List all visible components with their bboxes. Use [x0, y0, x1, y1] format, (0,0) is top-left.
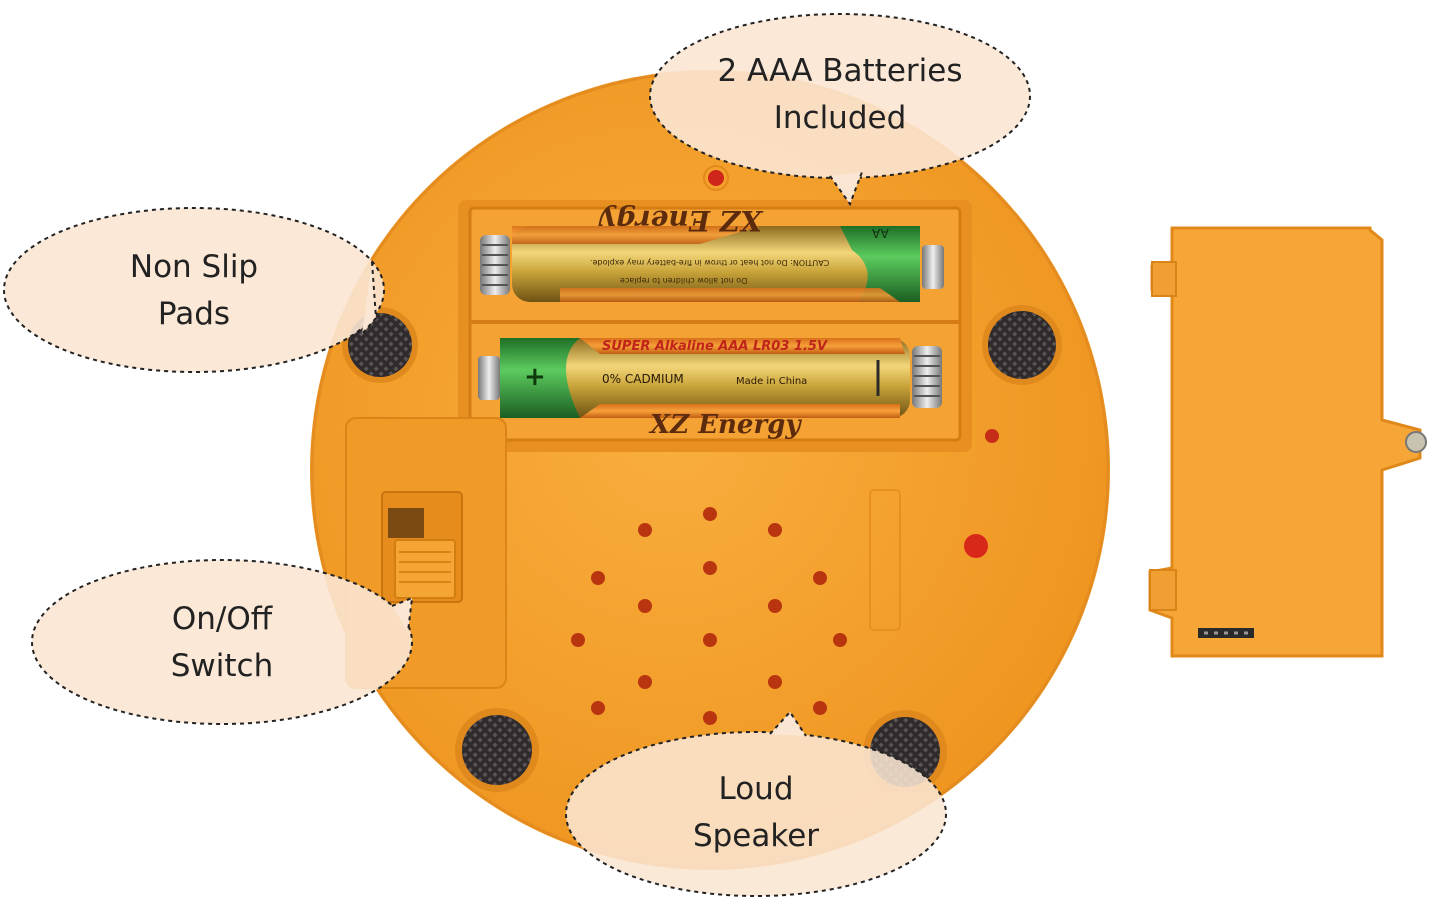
battery-top — [512, 226, 920, 302]
spring-top-left — [480, 235, 510, 295]
speaker-grille — [571, 507, 847, 725]
embossed-markings — [869, 489, 901, 631]
battery-top-type: AA — [872, 226, 889, 240]
callout-speaker — [565, 710, 947, 897]
cover-screw — [1405, 431, 1427, 453]
battery-bottom-line: SUPER Alkaline AAA LR03 1.5V — [602, 339, 828, 354]
battery-bottom-origin: Made in China — [736, 376, 808, 387]
battery-cover — [1148, 226, 1427, 658]
battery-bottom-cadmium: 0% CADMIUM — [602, 372, 684, 386]
battery-top-brand: XZ Energy — [600, 204, 763, 237]
callout-batteries — [649, 13, 1031, 207]
battery-bottom-plus: + — [524, 362, 546, 392]
battery-bottom-brand: XZ Energy — [650, 410, 801, 440]
battery-bottom — [500, 338, 910, 418]
status-light — [964, 534, 988, 558]
battery-top-caution: CAUTION: Do not heat or throw in fire-ba… — [590, 258, 830, 267]
spring-bottom-right — [912, 346, 942, 408]
terminal-bottom-left — [478, 356, 500, 400]
non-slip-pad-top-right — [982, 305, 1062, 385]
battery-top-warning: Do not allow children to replace — [620, 276, 748, 285]
terminal-top-right — [922, 245, 944, 289]
switch-knob[interactable] — [394, 539, 456, 599]
callout-pads — [3, 207, 385, 373]
callout-switch — [31, 559, 414, 725]
indicator-light — [708, 170, 724, 186]
non-slip-pad-bottom-left — [455, 708, 539, 792]
